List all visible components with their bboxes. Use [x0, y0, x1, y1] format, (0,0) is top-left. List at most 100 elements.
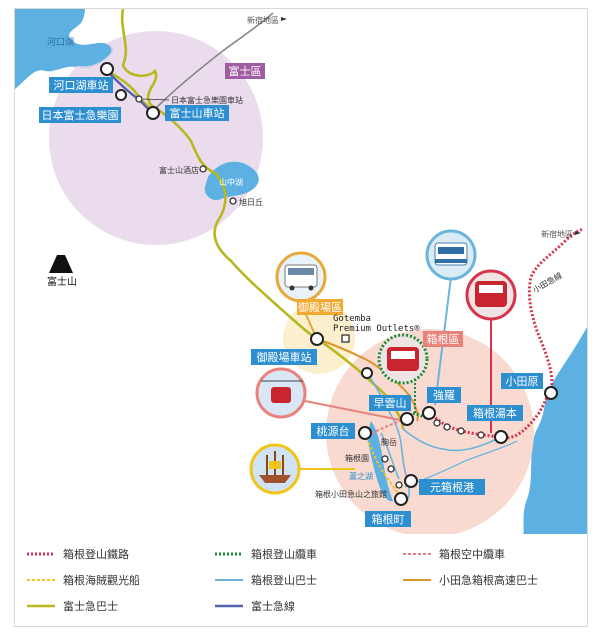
station-sounzan[interactable] [400, 412, 414, 426]
legend-label-fujikyu-bus: 富士急巴士 [63, 600, 118, 613]
label-odakyu-line: 小田急線 [531, 270, 564, 295]
stop-tozan-1[interactable] [433, 419, 441, 427]
stop-fujisan-hotel[interactable] [199, 165, 207, 173]
tozan-train-photo [465, 269, 517, 321]
tozan-bus-photo [425, 229, 477, 281]
label-shinjuku-top: 新宿地區 [247, 15, 279, 25]
fujikyu-rail [106, 70, 152, 114]
legend-swatch-fujikyu-bus [27, 604, 55, 608]
legend-label-fujikyu-line: 富士急線 [251, 600, 295, 613]
station-odawara[interactable] [544, 386, 558, 400]
station-kawaguchiko[interactable] [100, 62, 114, 76]
ashinoko-water-top [367, 421, 393, 502]
label-hakone-en: 箱根園 [345, 453, 369, 463]
stop-sekisho[interactable] [395, 481, 403, 489]
odakyu-line [527, 227, 584, 394]
legend-label-hakone-tozan-railway: 箱根登山鐵路 [63, 548, 129, 561]
label-fujikyu-highland-station: 日本富士急樂園車站 [171, 95, 243, 105]
label-togendai: 桃源台 [317, 424, 350, 438]
ropeway-photo [377, 333, 429, 385]
fuji-bus-photo [275, 251, 327, 303]
label-shinjuku-right: 新宿地區 [541, 229, 573, 239]
pirate-ship-photo [249, 443, 301, 495]
legend-swatch-hakone-tozan-railway [27, 552, 55, 556]
arrow-shinjuku-top [281, 17, 287, 21]
station-fujikyu-highland[interactable] [115, 89, 127, 101]
legend-swatch-tozan-bus [215, 579, 243, 581]
label-komagatake: 駒岳 [381, 437, 397, 447]
label-hakone-sekisho: 箱根小田急山之旅館 [315, 489, 387, 499]
aerial-photo [255, 367, 307, 419]
station-gotemba[interactable] [310, 332, 324, 346]
label-gotemba-area: 御殿場區 [298, 300, 342, 314]
legend-label-hakone-aerial: 箱根空中纜車 [439, 548, 505, 561]
mt-fuji-icon [49, 255, 73, 273]
label-gotemba-outlets-2: Premium Outlets® [333, 324, 420, 334]
label-fujisan-hotel: 富士山酒店 [159, 165, 199, 175]
route-map-frame: 河口湖車站 日本富士急樂園 富士山車站 富士區 御殿場區 御殿場車站 箱根區 小… [14, 8, 588, 536]
label-gotemba-outlets-1: Gotemba [333, 314, 371, 324]
label-odawara: 小田原 [506, 375, 539, 388]
legend-item-tozan-bus: 箱根登山巴士 [215, 572, 317, 588]
legend-item-hakone-aerial: 箱根空中纜車 [403, 546, 505, 562]
station-fujisan[interactable] [146, 106, 160, 120]
station-motohakone-port[interactable] [404, 474, 418, 488]
yamanakako-water-top [204, 161, 259, 201]
stop-tozan-3[interactable] [457, 427, 465, 435]
label-gotemba-station: 御殿場車站 [257, 350, 312, 364]
station-hakone-yumoto[interactable] [494, 430, 508, 444]
fujikyu-bus-route [120, 9, 405, 430]
legend-item-pirate-ship: 箱根海賊觀光船 [27, 572, 140, 588]
label-hakone-area: 箱根區 [427, 332, 460, 346]
pointer-aerial [304, 400, 406, 422]
legend-swatch-hakone-ropeway [215, 552, 243, 556]
chuo-line-grey [154, 12, 274, 110]
pirate-ship-route [364, 432, 408, 504]
label-asahigaoka: 旭日丘 [239, 197, 263, 207]
stop-asahigaoka[interactable] [229, 197, 237, 205]
legend-swatch-odakyu-express-bus [403, 579, 431, 581]
station-togendai[interactable] [358, 426, 372, 440]
label-gora: 強羅 [433, 389, 455, 402]
station-fujikyu-highland-small[interactable] [135, 95, 143, 103]
legend: 箱根登山鐵路 箱根登山纜車 箱根空中纜車 箱根海賊觀光船 箱根登山巴士 小田急箱… [14, 534, 588, 627]
route-map: 河口湖車站 日本富士急樂園 富士山車站 富士區 御殿場區 御殿場車站 箱根區 小… [15, 9, 587, 535]
label-ashinoko: 蘆之湖 [349, 471, 373, 481]
stop-hakone-en[interactable] [387, 465, 395, 473]
legend-label-odakyu-express-bus: 小田急箱根高速巴士 [439, 574, 538, 587]
label-mt-fuji: 富士山 [47, 275, 77, 288]
legend-item-hakone-ropeway: 箱根登山纜車 [215, 546, 317, 562]
label-fujisan-station: 富士山車站 [170, 106, 225, 120]
legend-label-tozan-bus: 箱根登山巴士 [251, 574, 317, 587]
label-yamanakako: 山中湖 [219, 177, 243, 187]
label-sounzan: 早雲山 [374, 397, 407, 410]
legend-swatch-hakone-aerial [403, 553, 431, 555]
station-hakone-machi[interactable] [394, 492, 408, 506]
legend-swatch-pirate-ship [27, 579, 55, 581]
legend-swatch-fujikyu-line [215, 604, 243, 608]
label-hakone-yumoto: 箱根湯本 [473, 406, 517, 420]
gotemba-outlets-marker[interactable] [341, 334, 350, 343]
label-fujikyu-highland: 日本富士急樂園 [42, 108, 119, 122]
stop-komagatake[interactable] [381, 455, 389, 463]
stop-tozan-4[interactable] [477, 431, 485, 439]
legend-item-fujikyu-bus: 富士急巴士 [27, 598, 118, 614]
legend-item-hakone-tozan-railway: 箱根登山鐵路 [27, 546, 129, 562]
sagami-bay-water [523, 327, 587, 535]
label-motohakone-port: 元箱根港 [430, 480, 474, 494]
kawaguchiko-water-top [43, 25, 112, 69]
leader-fujikyu-highland-station [142, 98, 170, 101]
arrow-shinjuku-right [575, 231, 581, 235]
legend-label-pirate-ship: 箱根海賊觀光船 [63, 574, 140, 587]
label-kawaguchiko-station: 河口湖車站 [54, 78, 109, 92]
stop-sengokuhara[interactable] [361, 367, 373, 379]
station-gora[interactable] [422, 406, 436, 420]
legend-label-hakone-ropeway: 箱根登山纜車 [251, 548, 317, 561]
label-kawaguchiko-lake: 河口湖 [47, 36, 74, 48]
legend-item-odakyu-express-bus: 小田急箱根高速巴士 [403, 572, 538, 588]
legend-item-fujikyu-line: 富士急線 [215, 598, 295, 614]
hakone-ropeway-route [412, 411, 430, 421]
stop-tozan-2[interactable] [443, 423, 451, 431]
label-hakone-machi: 箱根町 [372, 512, 405, 526]
label-fuji-area: 富士區 [229, 64, 262, 78]
